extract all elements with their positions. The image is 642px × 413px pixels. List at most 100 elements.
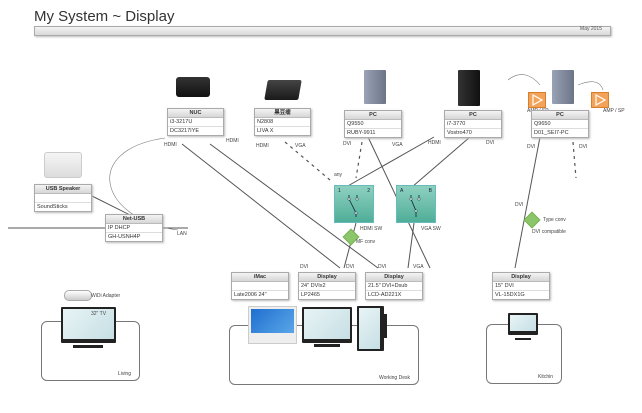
liva-dashed	[284, 141, 331, 181]
port-label: any	[334, 172, 343, 178]
node-row: D01_SEI7-PC	[534, 130, 569, 136]
node-row: SoundSticks	[37, 204, 68, 210]
page-title: My System ~ Display	[34, 8, 175, 25]
vgasw-to-display2	[407, 222, 415, 269]
node-row: Q9550	[345, 120, 401, 129]
node-row: LIVA X	[257, 128, 274, 134]
node-pc3[interactable]: PC Q9650 D01_SEI7-PC	[531, 110, 589, 138]
node-pc2[interactable]: PC i7-3770 Vostro470	[444, 110, 502, 138]
node-row: i7-3770	[445, 120, 501, 129]
nuc-hdmi-1	[181, 143, 341, 269]
port-label: DVI	[343, 141, 352, 147]
node-row	[35, 194, 91, 203]
port-label: HDMI	[226, 138, 239, 144]
switch-port-label: 2	[367, 188, 370, 194]
sw-to-display1	[343, 222, 357, 269]
switch-port-label: B	[428, 188, 432, 194]
node-row: LP2465	[301, 292, 320, 298]
node-row: Q9650	[532, 120, 588, 129]
node-title: iMac	[232, 273, 288, 282]
dvi-compatible-label: DVI compatible	[532, 229, 566, 235]
rotated-monitor-icon	[357, 306, 384, 351]
node-row: 24" DVIx2	[299, 282, 355, 291]
tv-label: 32" TV	[91, 311, 107, 317]
node-row: DC3217IYE	[170, 128, 200, 134]
kitchen-monitor-icon	[508, 313, 538, 335]
monitor-stand	[314, 344, 340, 347]
nuc-icon	[176, 77, 210, 97]
pc2-dvi	[411, 136, 471, 188]
node-title: Display	[493, 273, 549, 282]
pc1-tower-icon	[364, 70, 386, 104]
port-label: VGA	[392, 142, 403, 148]
port-label: DVI	[300, 264, 309, 270]
node-row	[232, 282, 288, 291]
node-row: 21.5" DVI+Dsub	[366, 282, 422, 291]
pc1-dvi-dashed	[355, 141, 363, 179]
node-title: PC	[445, 111, 501, 120]
tv-icon	[61, 307, 116, 343]
node-row: N2808	[255, 118, 310, 127]
port-label: DVI	[378, 264, 387, 270]
hdmi-switch[interactable]: 1 2	[334, 185, 374, 223]
mf-conv-label: MF conv	[356, 239, 376, 245]
vga-sw-label: VGA SW	[421, 226, 441, 232]
switch-icon	[347, 195, 359, 217]
node-title: USB Speaker	[35, 185, 91, 194]
port-label: HDMI	[256, 143, 269, 149]
node-row: IP DHCP	[106, 224, 162, 233]
node-nuc[interactable]: NUC i3-3217U DC3217IYE	[167, 108, 224, 136]
vga-switch[interactable]: A B	[396, 185, 436, 223]
node-title: NUC	[168, 109, 223, 118]
node-title: 黒豆瘤	[255, 109, 310, 118]
lan-label: LAN	[177, 231, 187, 237]
node-row: 15" DVI	[493, 282, 549, 291]
node-liva[interactable]: 黒豆瘤 N2808 LIVA X	[254, 108, 311, 136]
port-label: DVI	[515, 202, 524, 208]
liva-icon	[264, 80, 302, 100]
header-bar: May 2015	[34, 26, 611, 36]
amp-icon	[528, 92, 546, 108]
node-title: PC	[345, 111, 401, 120]
monitor-pivot-stand	[384, 314, 387, 338]
pc3-tower-icon	[552, 70, 574, 104]
port-label: VGA	[413, 264, 424, 270]
node-usb-speaker[interactable]: USB Speaker SoundSticks	[34, 184, 92, 212]
imac-icon	[248, 306, 297, 344]
node-title: Display	[299, 273, 355, 282]
pc2-tower-icon	[458, 70, 480, 106]
pc3-dvi-dashed	[572, 141, 577, 179]
pc2-amp-wire	[507, 74, 541, 86]
speaker-icon	[44, 152, 82, 178]
node-row: Vostro470	[447, 130, 472, 136]
node-title: Display	[366, 273, 422, 282]
usb-line	[89, 194, 131, 216]
monitor-icon	[302, 307, 352, 343]
node-imac[interactable]: iMac Late2006 24"	[231, 272, 289, 300]
node-title: PC	[532, 111, 588, 120]
amp-label: AMP / SP	[603, 108, 625, 114]
amp-icon	[591, 92, 609, 108]
node-row: LCD-AD221X	[368, 292, 402, 298]
node-display2[interactable]: Display 21.5" DVI+Dsub LCD-AD221X	[365, 272, 423, 300]
node-title: Net-USB	[106, 215, 162, 224]
node-row: VL-15DX1G	[495, 292, 525, 298]
node-display1[interactable]: Display 24" DVIx2 LP2465	[298, 272, 356, 300]
node-net-usb[interactable]: Net-USB IP DHCP GH-USNH4P	[105, 214, 163, 242]
node-row: Late2006 24"	[234, 292, 267, 298]
node-row: i3-3217U	[168, 118, 223, 127]
port-label: VGA	[295, 143, 306, 149]
node-display3[interactable]: Display 15" DVI VL-15DX1G	[492, 272, 550, 300]
switch-port-label: 1	[338, 188, 341, 194]
type-conv-label: Type conv	[543, 217, 566, 223]
node-row: GH-USNH4P	[108, 234, 141, 240]
node-pc1[interactable]: PC Q9550 RUBY-9911	[344, 110, 402, 138]
pc2-hdmi	[345, 136, 435, 188]
port-label: HDMI	[164, 142, 177, 148]
port-label: DVI	[527, 144, 536, 150]
date-label: May 2015	[580, 26, 602, 32]
switch-port-label: A	[400, 188, 404, 194]
widi-adapter-icon	[64, 290, 92, 301]
kitchen-monitor-stand	[515, 338, 531, 340]
room-label: Working Desk	[378, 375, 410, 381]
